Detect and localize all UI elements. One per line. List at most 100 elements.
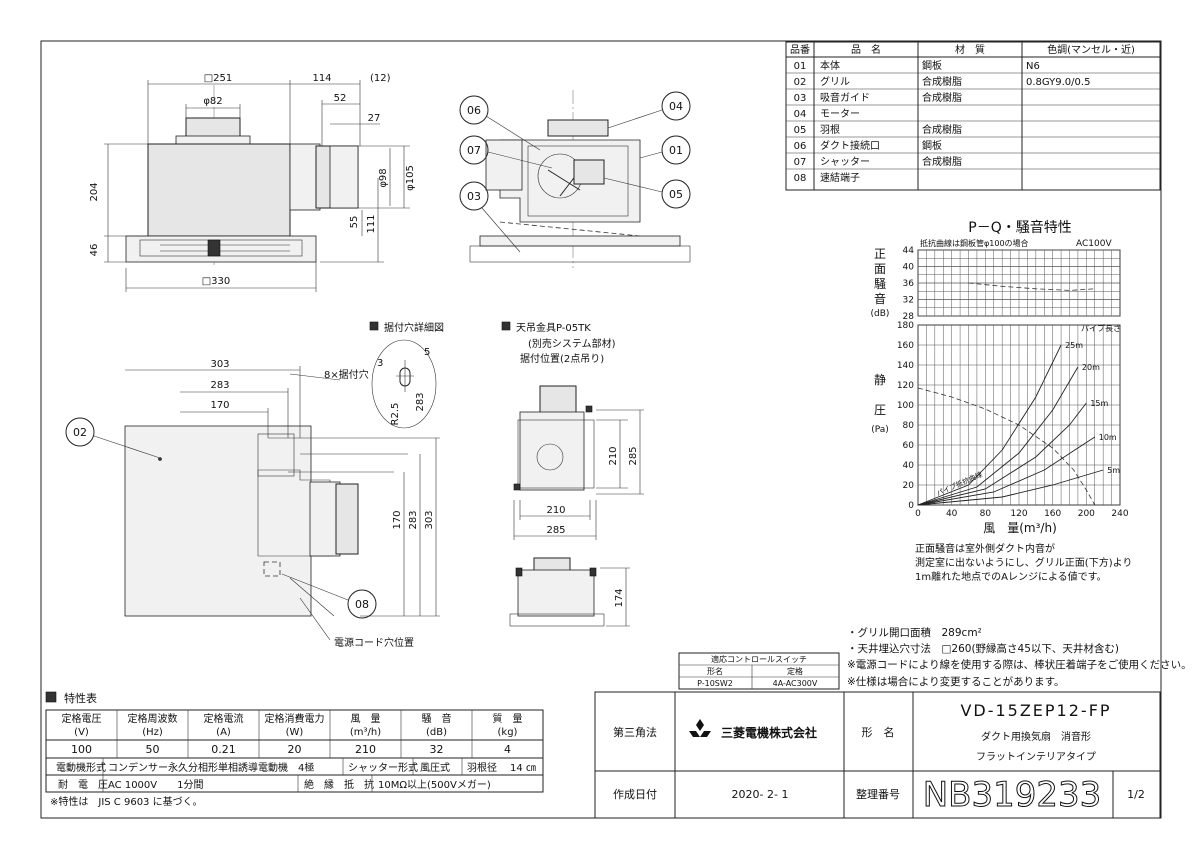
spec-unit-6: (kg) bbox=[498, 727, 518, 738]
spec-hdr-6: 質 量 bbox=[493, 712, 523, 725]
hanger-sub1: (別売システム部材) bbox=[528, 337, 616, 350]
dim-114: 114 bbox=[312, 73, 331, 84]
plan-dim-283: 283 bbox=[210, 380, 229, 391]
xtick: 200 bbox=[1078, 509, 1095, 519]
pipe-length-label: パイプ長さ bbox=[1081, 324, 1121, 333]
parts-cell-r6-c0: 07 bbox=[794, 157, 807, 168]
spec-motor-value: コンデンサー永久分相形単相誘導電動機 4極 bbox=[108, 761, 314, 774]
model-label: 形 名 bbox=[862, 725, 895, 739]
pipe-curve-label: パイプ抵抗曲線 bbox=[935, 470, 983, 498]
spec-unit-3: (W) bbox=[286, 727, 304, 738]
spec-table: 特性表 定格電圧(V)100定格周波数(Hz)50定格電流(A)0.21定格消費… bbox=[45, 691, 544, 808]
detail-dim-r25: R2.5 bbox=[390, 403, 401, 426]
spec-val-2: 0.21 bbox=[211, 743, 236, 756]
spec-unit-0: (V) bbox=[74, 727, 89, 738]
detail-dim-5: 5 bbox=[424, 347, 430, 358]
spec-val-1: 50 bbox=[146, 743, 160, 756]
pipe-curve-25m bbox=[917, 344, 1062, 506]
pq-curve bbox=[917, 387, 1096, 506]
switch-model: P-10SW2 bbox=[697, 679, 733, 688]
dim-27: 27 bbox=[368, 113, 381, 124]
spec-val-0: 100 bbox=[71, 743, 92, 756]
pressure-ytick: 160 bbox=[897, 341, 914, 351]
dim-phi98: φ98 bbox=[378, 168, 389, 187]
spec-unit-4: (m³/h) bbox=[350, 727, 381, 738]
spec-withstand-label: 耐 電 圧 bbox=[58, 778, 108, 791]
pressure-ytick: 0 bbox=[908, 501, 914, 511]
pressure-ytick: 100 bbox=[897, 401, 914, 411]
plan-view: 303 283 170 8×据付穴 170 283 303 02 08 電源コー… bbox=[65, 359, 440, 649]
dim-330: □330 bbox=[202, 276, 231, 287]
noise-ytick: 36 bbox=[903, 279, 915, 289]
fan-05-side bbox=[573, 159, 605, 185]
parts-cell-r5-c0: 06 bbox=[794, 141, 807, 152]
chart-title: P－Q・騒音特性 bbox=[968, 219, 1071, 236]
hanger-dim-h210: 210 bbox=[546, 505, 565, 516]
xtick: 40 bbox=[946, 509, 958, 519]
grille-02-front bbox=[125, 235, 317, 263]
noise-ytick: 44 bbox=[903, 246, 915, 256]
parts-cell-r0-c2: 鋼板 bbox=[922, 59, 942, 72]
plan-dim-v283: 283 bbox=[408, 510, 419, 529]
bubble-02: 02 bbox=[73, 426, 87, 439]
parts-hdr-material: 材 質 bbox=[955, 43, 985, 56]
chart-noise-note: 抵抗曲線は鋼板管φ100の場合 bbox=[920, 238, 1029, 248]
pressure-ytick: 120 bbox=[897, 381, 914, 391]
bubble-04: 04 bbox=[669, 100, 683, 113]
parts-cell-r6-c1: シャッター bbox=[820, 156, 870, 168]
spec-title: 特性表 bbox=[64, 691, 97, 705]
spec-val-5: 32 bbox=[430, 743, 444, 756]
spec-unit-5: (dB) bbox=[426, 727, 447, 738]
parts-cell-r1-c1: グリル bbox=[820, 75, 850, 88]
pressure-axis-unit: (Pa) bbox=[871, 425, 889, 435]
plan-dim-v170: 170 bbox=[392, 510, 403, 529]
hanger-dim-h285: 285 bbox=[546, 525, 565, 536]
detail-title: 据付穴詳細図 bbox=[384, 321, 444, 334]
parts-cell-r4-c0: 05 bbox=[794, 125, 807, 136]
pipe-curve-20m bbox=[917, 366, 1079, 506]
hanger-dim-v285: 285 bbox=[628, 446, 639, 465]
pipe-curve-label-10m: 10m bbox=[1099, 433, 1117, 442]
projection-label: 第三角法 bbox=[613, 725, 657, 739]
spec-hdr-4: 風 量 bbox=[351, 713, 381, 725]
spec-unit-2: (A) bbox=[216, 727, 231, 738]
bubble-08: 08 bbox=[355, 598, 369, 611]
noise-axis-char1: 正 bbox=[874, 247, 886, 261]
xtick: 160 bbox=[1044, 509, 1061, 519]
pressure-ytick: 60 bbox=[903, 441, 915, 451]
parts-cell-r3-c0: 04 bbox=[794, 109, 807, 120]
spec-hdr-5: 騒 音 bbox=[422, 712, 452, 725]
model-desc2: フラットインテリアタイプ bbox=[976, 751, 1096, 763]
xtick: 80 bbox=[980, 509, 992, 519]
pq-chart: P－Q・騒音特性 抵抗曲線は鋼板管φ100の場合 AC100V 正 面 騒 音 … bbox=[871, 219, 1129, 535]
side-section-view: 06 07 03 04 01 05 bbox=[459, 90, 691, 268]
noise-axis-char2: 面 bbox=[874, 262, 886, 276]
pipe-curve-10m bbox=[917, 436, 1096, 506]
pipe-curve-label-5m: 5m bbox=[1107, 466, 1120, 475]
spec-withstand-value: AC 1000V 1分間 bbox=[108, 779, 203, 791]
spec-shutter-label: シャッター形式 bbox=[348, 761, 418, 774]
parts-cell-r7-c0: 08 bbox=[794, 173, 807, 184]
dim-204: 204 bbox=[89, 182, 100, 201]
spec-motor-label: 電動機形式 bbox=[56, 761, 106, 774]
parts-hdr-name: 品 名 bbox=[851, 43, 881, 56]
spec-unit-1: (Hz) bbox=[142, 727, 163, 738]
spec-hdr-3: 定格消費電力 bbox=[265, 712, 325, 725]
company-name: 三菱電機株式会社 bbox=[721, 725, 817, 740]
spec-blade-value: 14 ㎝ bbox=[510, 763, 536, 774]
bubble-06: 06 bbox=[467, 104, 481, 117]
parts-cell-r0-c3: N6 bbox=[1026, 61, 1040, 72]
pressure-axis-char2: 圧 bbox=[874, 403, 886, 417]
chart-voltage: AC100V bbox=[1076, 239, 1112, 249]
switch-hdr-model: 形名 bbox=[707, 666, 723, 676]
plan-dim-v303: 303 bbox=[424, 510, 435, 529]
hanger-views: 天吊金具P-05TK (別売システム部材) 据付位置(2点吊り) 210 285… bbox=[501, 321, 644, 627]
pressure-axis-char1: 静 bbox=[874, 373, 886, 387]
parts-cell-r0-c0: 01 bbox=[794, 61, 807, 72]
bubble-07: 07 bbox=[467, 144, 481, 157]
plan-dim-170: 170 bbox=[210, 400, 229, 411]
doc-label: 整理番号 bbox=[856, 787, 900, 801]
noise-ytick: 40 bbox=[903, 263, 915, 273]
